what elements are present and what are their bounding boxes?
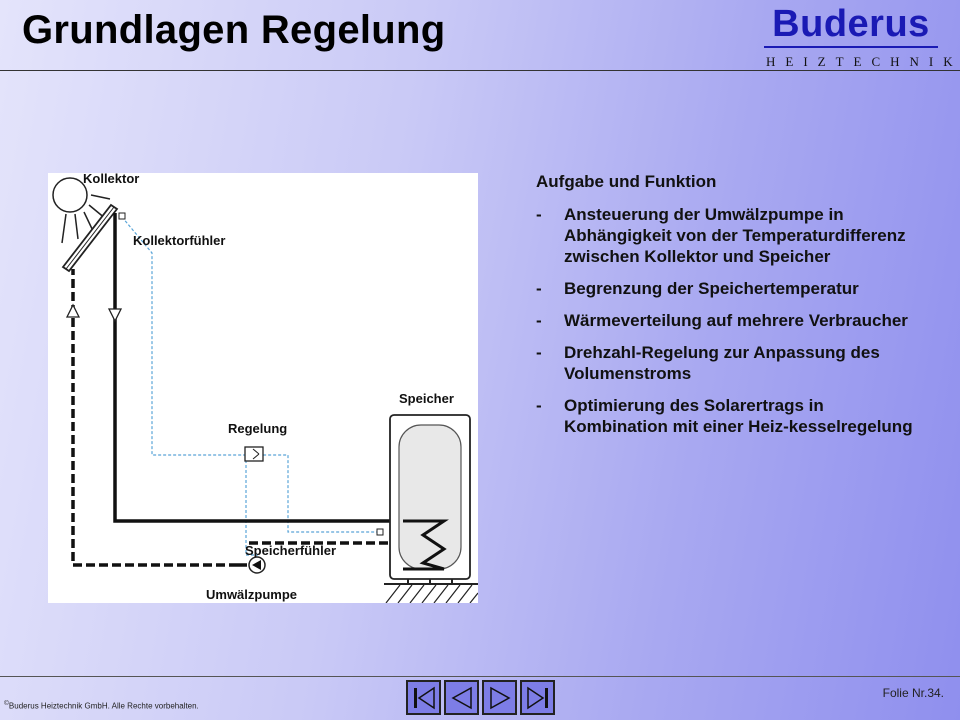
controller-box <box>244 446 264 462</box>
sun-icon <box>52 177 111 244</box>
list-dash: - <box>536 205 542 224</box>
last-slide-icon <box>526 686 548 709</box>
diagram-drawing <box>52 177 478 603</box>
flow-arrow-down <box>107 308 123 323</box>
list-item: - Optimierung des Solarertrags in Kombin… <box>536 395 916 437</box>
list-item-text: Drehzahl-Regelung zur Anpassung des Volu… <box>564 343 880 383</box>
logo-rule <box>764 46 938 48</box>
slide-navigation <box>406 680 555 715</box>
slide-number: Folie Nr.34. <box>882 686 944 700</box>
label-storage-tank: Speicher <box>399 391 454 406</box>
label-collector-sensor: Kollektorfühler <box>133 233 226 248</box>
function-description: Aufgabe und Funktion - Ansteuerung der U… <box>536 172 916 448</box>
label-storage-sensor: Speicherfühler <box>245 543 337 558</box>
label-pump: Umwälzpumpe <box>206 587 298 602</box>
copyright-text: Buderus Heiztechnik GmbH. Alle Rechte vo… <box>8 701 199 711</box>
last-slide-button[interactable] <box>520 680 555 715</box>
previous-slide-icon <box>450 686 472 709</box>
footer-divider <box>0 676 960 677</box>
page-title: Grundlagen Regelung <box>22 8 446 52</box>
next-slide-icon <box>489 686 511 709</box>
logo-name: Buderus <box>772 3 930 45</box>
pipe-supply <box>113 213 401 523</box>
list-dash: - <box>536 343 542 362</box>
list-dash: - <box>536 279 542 298</box>
label-collector: Kollektor <box>83 171 140 186</box>
copyright-mark: © <box>4 700 9 707</box>
previous-slide-button[interactable] <box>444 680 479 715</box>
control-unit-line <box>245 455 258 556</box>
list-item: - Ansteuerung der Umwälzpumpe in Abhängi… <box>536 204 916 267</box>
list-item: - Begrenzung der Speichertemperatur <box>536 278 916 299</box>
list-item: - Wärmeverteilung auf mehrere Verbrauche… <box>536 310 916 331</box>
next-slide-button[interactable] <box>482 680 517 715</box>
list-dash: - <box>536 396 542 415</box>
collector-panel <box>61 203 119 273</box>
pump-icon <box>248 556 266 574</box>
logo-subtitle: HEIZTECHNIK <box>766 54 960 69</box>
tank-floor <box>384 583 478 603</box>
first-slide-button[interactable] <box>406 680 441 715</box>
list-item: - Drehzahl-Regelung zur Anpassung des Vo… <box>536 342 916 384</box>
list-item-text: Optimierung des Solarertrags in Kombinat… <box>564 396 913 436</box>
first-slide-icon <box>413 686 435 709</box>
collector-sensor-line <box>121 216 380 533</box>
pipe-return <box>71 269 401 567</box>
buderus-logo: Buderus HEIZTECHNIK <box>756 3 960 70</box>
header-divider <box>0 70 960 71</box>
flow-arrow-up <box>65 303 81 318</box>
solar-system-diagram: Kollektor Kollektorfühler Speicher Regel… <box>48 171 478 603</box>
function-list: - Ansteuerung der Umwälzpumpe in Abhängi… <box>536 204 916 437</box>
info-heading: Aufgabe und Funktion <box>536 172 717 191</box>
label-controller: Regelung <box>228 421 288 436</box>
list-dash: - <box>536 311 542 330</box>
list-item-text: Ansteuerung der Umwälzpumpe in Abhängigk… <box>564 205 906 266</box>
collector-sensor <box>118 212 126 220</box>
copyright-notice: ©Buderus Heiztechnik GmbH. Alle Rechte v… <box>4 700 199 711</box>
list-item-text: Wärmeverteilung auf mehrere Verbraucher <box>564 311 908 330</box>
list-item-text: Begrenzung der Speichertemperatur <box>564 279 859 298</box>
storage-sensor <box>376 528 384 536</box>
storage-tank <box>389 414 471 583</box>
